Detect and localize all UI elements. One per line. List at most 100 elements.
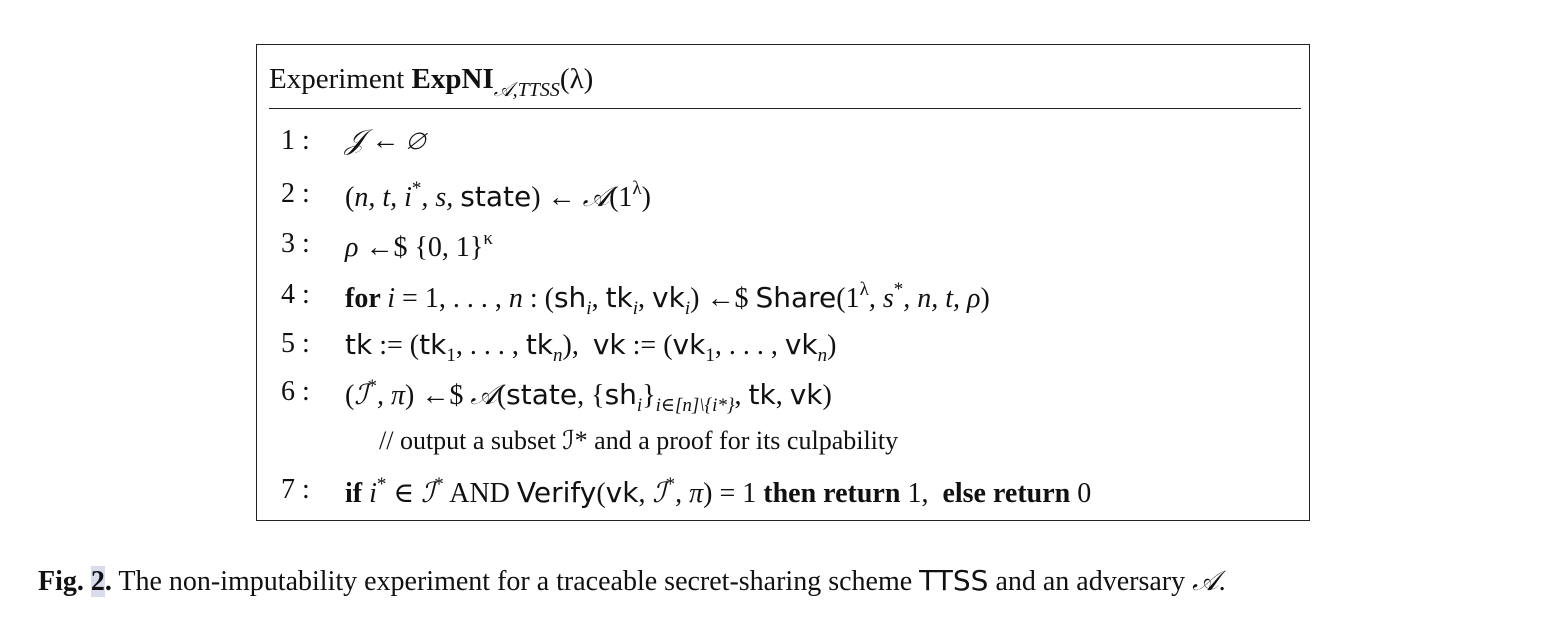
caption-adversary: 𝒜 [1192, 566, 1219, 597]
code-token: ) ←$ [690, 283, 756, 314]
code-token: * [893, 279, 904, 300]
code-token: vk [592, 328, 626, 361]
code-token: ∈ [386, 478, 422, 509]
code-token: ( [596, 478, 606, 509]
code-token: else return [942, 478, 1078, 509]
code-token: Share [755, 281, 837, 314]
line-code: if i* ∈ ℐ* AND Verify(vk, ℐ*, π) = 1 the… [345, 474, 1091, 510]
code-token: , n, t, ρ [903, 283, 981, 314]
code-token: ) [980, 283, 990, 314]
algorithm-line: 6 :(ℐ*, π) ←$ 𝒜(state, {shi}i∈[n]\{i*}, … [257, 376, 1307, 420]
code-token: Verify [516, 476, 597, 509]
algorithm-line: 2 :(n, t, i*, s, state) ← 𝒜(1λ) [257, 178, 1307, 222]
line-code: (ℐ*, π) ←$ 𝒜(state, {shi}i∈[n]\{i*}, tk,… [345, 376, 832, 417]
line-code: 𝒥 ← ∅ [345, 125, 425, 157]
code-token: , π [675, 478, 704, 509]
code-token: then return [763, 478, 908, 509]
line-number: 4 : [281, 279, 310, 310]
code-token: ( [496, 380, 507, 411]
line-comment: // output a subset ℐ* and a proof for it… [379, 426, 899, 455]
code-token: := ( [625, 330, 673, 361]
algorithm-line: 5 :tk := (tk1, . . . , tkn), vk := (vk1,… [257, 328, 1307, 372]
experiment-box: Experiment ExpNI𝒜,TTSS(λ) 1 :𝒥 ← ∅2 :(n,… [256, 44, 1310, 521]
code-token: * [367, 376, 377, 397]
code-token: i [684, 298, 691, 319]
code-token: vk [784, 328, 818, 361]
code-token: 𝒥 ← ∅ [345, 125, 425, 156]
code-token: , [775, 380, 790, 411]
line-number: 1 : [281, 125, 310, 156]
line-number: 5 : [281, 328, 310, 359]
code-token: (1 [836, 283, 860, 314]
figure-caption: Fig. 2. The non-imputability experiment … [38, 564, 1226, 598]
code-token: ) ← [531, 182, 583, 213]
code-token: κ [483, 228, 493, 249]
code-token: i [636, 395, 643, 416]
code-token: ), [562, 330, 593, 361]
code-token: 𝒜 [470, 380, 497, 411]
code-token: ) [822, 380, 832, 411]
code-token: , π [376, 380, 406, 411]
code-token: , . . . , [714, 330, 785, 361]
code-token: state [506, 378, 578, 411]
code-token: := ( [372, 330, 420, 361]
line-number: 3 : [281, 228, 310, 259]
code-token: state [460, 180, 532, 213]
line-code: ρ ←$ {0, 1}κ [345, 228, 493, 264]
code-token: vk [652, 281, 685, 314]
title-prefix: Experiment [269, 63, 405, 95]
code-token: λ [632, 178, 642, 199]
code-token: 𝒜 [582, 182, 610, 213]
code-token: * [434, 474, 444, 495]
code-token: sh [604, 378, 637, 411]
algorithm-line: 3 : ρ ←$ {0, 1}κ [257, 228, 1307, 272]
code-token: λ [859, 279, 869, 300]
code-token: AND [443, 478, 517, 509]
code-token: ←$ {0, 1} [358, 232, 484, 263]
code-token: (1 [609, 182, 633, 213]
title-rule [269, 108, 1301, 109]
code-token: } [642, 380, 656, 411]
code-token: i [632, 298, 639, 319]
code-token: 1 [446, 345, 456, 366]
line-code: tk := (tk1, . . . , tkn), vk := (vk1, . … [345, 328, 836, 367]
code-token: 1, [907, 478, 943, 509]
code-token: ℐ [652, 478, 666, 509]
experiment-title: Experiment ExpNI𝒜,TTSS(λ) [269, 63, 593, 102]
caption-scheme-name: TTSS [919, 564, 989, 597]
algorithm-line: 1 : 𝒥 ← ∅ [257, 125, 1307, 169]
code-token: i [586, 298, 592, 319]
caption-text-before: The non-imputability experiment for a tr… [111, 566, 920, 597]
code-token: tk [419, 328, 447, 361]
title-experiment-name: ExpNI [411, 63, 494, 95]
code-token: ) [641, 182, 651, 213]
code-token: ( [345, 182, 355, 213]
code-token: n [508, 283, 523, 314]
code-token: n [817, 345, 828, 366]
code-token: vk [672, 328, 706, 361]
code-token: * [411, 178, 422, 199]
code-token: i [387, 283, 396, 314]
code-token: ) [827, 330, 837, 361]
algorithm-line: // output a subset ℐ* and a proof for it… [257, 426, 1307, 470]
code-token: if [345, 478, 370, 509]
code-token: , [638, 283, 653, 314]
code-token: 1 [705, 345, 715, 366]
code-token: 0 [1077, 478, 1092, 509]
algorithm-line: 7 :if i* ∈ ℐ* AND Verify(vk, ℐ*, π) = 1 … [257, 474, 1307, 518]
code-token: n, t, i [354, 182, 412, 213]
code-token: ℐ [354, 380, 368, 411]
line-code: for i = 1, . . . , n : (shi, tki, vki) ←… [345, 279, 990, 320]
code-token: * [376, 474, 387, 495]
code-token: , s [868, 283, 894, 314]
code-token: , [734, 380, 749, 411]
code-token: tk [345, 328, 373, 361]
code-token: for [345, 283, 388, 314]
title-subscript: 𝒜,TTSS [493, 79, 560, 101]
code-token: , [638, 478, 653, 509]
code-token: ) = 1 [703, 478, 764, 509]
code-token: tk [748, 378, 776, 411]
line-number: 2 : [281, 178, 310, 209]
code-token: * [665, 474, 676, 495]
code-token: ρ [345, 232, 359, 263]
